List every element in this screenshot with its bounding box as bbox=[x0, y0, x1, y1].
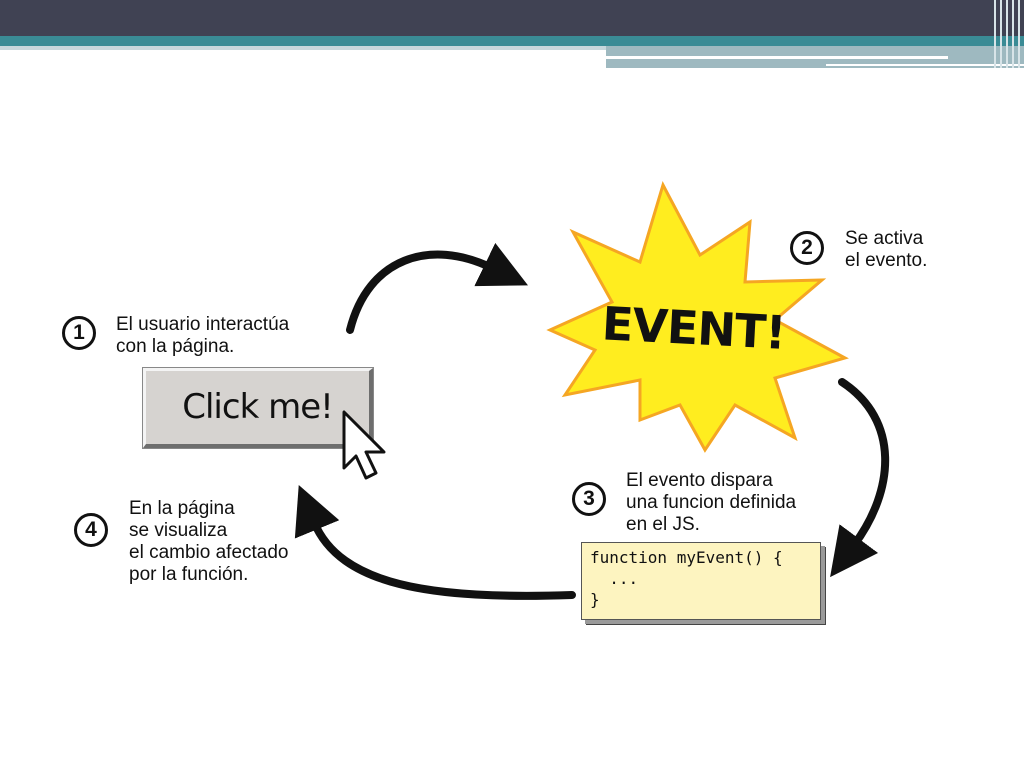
mouse-cursor-icon bbox=[342, 410, 386, 480]
step-text-4: En la página se visualiza el cambio afec… bbox=[129, 498, 289, 585]
event-label: EVENT! bbox=[600, 296, 787, 360]
header-white-line-2 bbox=[826, 64, 1024, 66]
step-text-1: El usuario interactúa con la página. bbox=[116, 314, 290, 357]
step-number-4: 4 bbox=[74, 513, 108, 547]
arrow-icon bbox=[294, 485, 576, 600]
arrow-icon bbox=[830, 378, 890, 578]
arrow-icon bbox=[346, 242, 529, 334]
code-line: } bbox=[590, 590, 600, 609]
event-starburst bbox=[546, 181, 849, 453]
code-line: function myEvent() { bbox=[590, 548, 783, 567]
step-number-3: 3 bbox=[572, 482, 606, 516]
code-line: ... bbox=[590, 569, 639, 588]
step-number-1: 1 bbox=[62, 316, 96, 350]
step-text-3: El evento dispara una funcion definida e… bbox=[626, 470, 797, 535]
header-vertical-stripes bbox=[990, 0, 1024, 68]
header-white-line bbox=[606, 56, 948, 59]
header-teal-stripe bbox=[0, 36, 1024, 46]
step-number-2: 2 bbox=[790, 231, 824, 265]
code-snippet: function myEvent() { ... } bbox=[581, 542, 821, 620]
header-band bbox=[0, 0, 1024, 36]
header-light-line bbox=[0, 46, 606, 50]
step-text-2: Se activa el evento. bbox=[845, 228, 928, 271]
click-me-button[interactable]: Click me! bbox=[143, 368, 373, 448]
